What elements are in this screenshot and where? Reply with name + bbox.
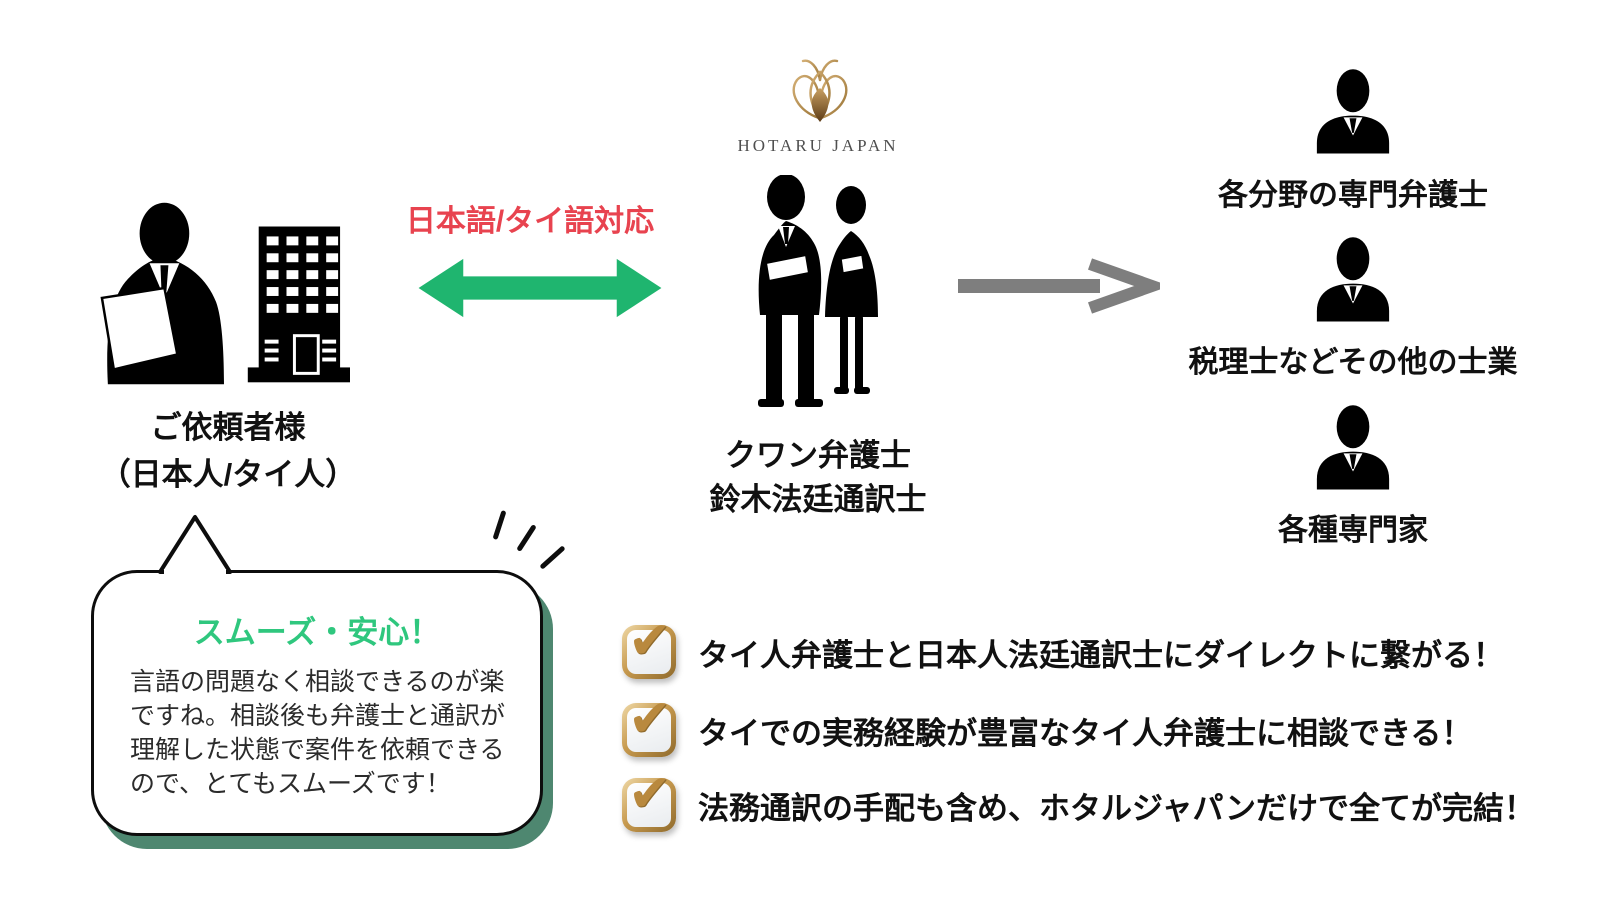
benefit-label: タイ人弁護士と日本人法廷通訳士にダイレクトに繋がる！ [698, 637, 1504, 673]
expert-label-tax-accountants: 税理士などその他の士業 [1188, 346, 1518, 379]
benefit-row: ✔ 法務通訳の手配も含め、ホタルジャパンだけで全てが完結！ [622, 768, 1535, 832]
team-label-line1: クワン弁護士 [725, 438, 911, 473]
person-bust-icon [1316, 69, 1390, 154]
emphasis-slash-icon [492, 509, 507, 541]
checkmark-icon: ✔ [628, 612, 672, 670]
benefit-row: ✔ タイでの実務経験が豊富なタイ人弁護士に相談できる！ [622, 693, 1473, 757]
emphasis-slash-icon [539, 545, 566, 570]
emphasis-slash-icon [516, 524, 537, 552]
gold-checkbox-icon: ✔ [622, 693, 676, 757]
checkmark-icon: ✔ [628, 765, 672, 823]
benefit-label: 法務通訳の手配も含め、ホタルジャパンだけで全てが完結！ [698, 790, 1535, 826]
language-support-label: 日本語/タイ語対応 [405, 205, 655, 238]
testimonial-line: 言語の問題なく相談できるのが楽 [130, 668, 505, 696]
expert-label-lawyers: 各分野の専門弁護士 [1218, 179, 1488, 212]
interpreter-silhouette [825, 186, 878, 394]
gold-checkbox-icon: ✔ [622, 615, 676, 679]
green-double-arrow-icon [418, 258, 662, 318]
logo-wordmark: HOTARU JAPAN [737, 136, 899, 155]
expert-label-specialists: 各種専門家 [1278, 514, 1428, 547]
lawyer-silhouette [758, 175, 823, 407]
client-label-line1: ご依頼者様 [150, 410, 306, 445]
businessman-with-document-icon [100, 202, 224, 385]
testimonial-speech-bubble: スムーズ・安心！ 言語の問題なく相談できるのが楽 ですね。相談後も弁護士と通訳が… [91, 570, 543, 836]
office-building-icon [247, 226, 350, 383]
person-bust-icon [1316, 405, 1390, 490]
testimonial-body: 言語の問題なく相談できるのが楽 ですね。相談後も弁護士と通訳が 理解した状態で案… [130, 665, 505, 801]
benefit-row: ✔ タイ人弁護士と日本人法廷通訳士にダイレクトに繋がる！ [622, 615, 1504, 679]
testimonial-title: スムーズ・安心！ [193, 615, 441, 650]
hotaru-lotus-logo-icon [792, 59, 848, 122]
team-label-line2: 鈴木法廷通訳士 [709, 482, 927, 517]
testimonial-line: ので、とてもスムーズです！ [130, 770, 451, 798]
gold-checkbox-icon: ✔ [622, 768, 676, 832]
person-bust-icon [1316, 237, 1390, 322]
checkmark-icon: ✔ [628, 690, 672, 748]
speech-bubble-tail [158, 515, 232, 578]
benefit-label: タイでの実務経験が豊富なタイ人弁護士に相談できる！ [698, 715, 1473, 751]
testimonial-line: ですね。相談後も弁護士と通訳が [130, 702, 506, 730]
client-group-icon [100, 202, 350, 385]
gray-right-arrow-icon [958, 258, 1160, 314]
client-label-line2: （日本人/タイ人） [99, 457, 357, 492]
lawyer-and-interpreter-silhouette-icon [758, 175, 878, 407]
testimonial-line: 理解した状態で案件を依頼できる [130, 736, 505, 764]
